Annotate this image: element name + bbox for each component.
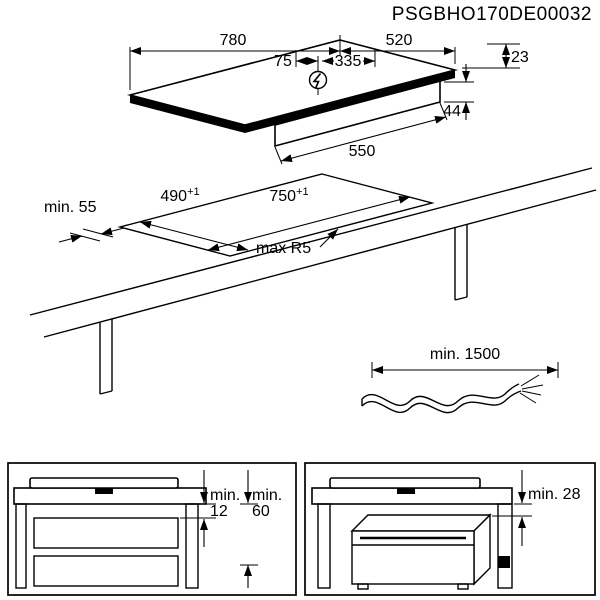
hob-glass-edge [130, 70, 455, 133]
extension-line [82, 228, 114, 238]
dim-cutout-width: 750+1 [269, 186, 308, 205]
hob-cross-section [29, 477, 179, 489]
leg-line [454, 296, 468, 301]
oven-drawing [350, 513, 492, 590]
hob-top-view: 780 520 75 335 23 [126, 32, 529, 165]
worktop-cutout-view: 490+1 750+1 max R5 min. 55 [29, 167, 597, 395]
worktop-leg-right [454, 225, 468, 301]
extension-line [274, 146, 283, 165]
dim-hob-depth: 520 [386, 32, 413, 49]
hob-connection-box [95, 488, 113, 494]
extension-line [69, 232, 101, 242]
value-60: 60 [252, 503, 270, 520]
dim-cutout-depth: 490+1 [160, 186, 199, 205]
label-min: min. [210, 487, 240, 504]
hob-connection-box [397, 488, 415, 494]
worktop-front-edge-bottom [43, 189, 597, 338]
dim-height-23: 23 [511, 49, 529, 66]
hob-cross-section [329, 477, 481, 489]
tolerance: +1 [187, 186, 200, 198]
cable-frayed-end [519, 374, 544, 404]
lightning-bolt-icon [312, 72, 322, 89]
cabinet-side-right [497, 503, 513, 589]
dimension-line-750 [207, 195, 411, 252]
socket-box [498, 556, 510, 568]
power-cable-drawing [361, 374, 544, 414]
dimension-line-550 [280, 115, 447, 163]
oven-foot [357, 583, 369, 590]
dim-cord-small: 75 [274, 53, 292, 70]
dim-clearance-28: min. 28 [492, 470, 581, 546]
dim-cutout-depth-group: 490+1 [139, 186, 249, 252]
label-min-28: min. 28 [528, 486, 581, 503]
dim-gap-12: min. 12 [180, 470, 240, 547]
cable-length-view: min. 1500 [361, 346, 559, 414]
leader-line [319, 228, 339, 248]
dim-body-550: 550 [349, 143, 376, 160]
drawer-clearance-section: min. 12 min. 60 [7, 462, 297, 596]
dim-hob-width-depth: 780 520 [129, 32, 456, 90]
power-circle [308, 70, 328, 90]
cabinet-side-right [185, 503, 199, 589]
arrow-line [58, 234, 83, 243]
dim-height-above: 23 [462, 43, 529, 69]
value: 750 [269, 188, 296, 205]
dim-height-44: 44 [443, 103, 461, 120]
oven-clearance-section: min. 28 [304, 462, 596, 596]
arrow-line [100, 227, 125, 236]
dim-clearance-60: min. 60 [240, 470, 282, 588]
label-cable-length: min. 1500 [430, 346, 500, 363]
corner-radius-note: max R5 [256, 228, 339, 257]
dim-hob-width: 780 [220, 32, 247, 49]
cable-line [361, 383, 520, 407]
dim-cord-position: 75 335 [274, 49, 376, 71]
drawer-front-upper [33, 517, 179, 549]
cable-line [361, 390, 522, 414]
value: 490 [160, 188, 187, 205]
model-number: PSGBHO170DE00032 [392, 4, 592, 25]
cabinet-side-left [317, 503, 331, 589]
drawer-front-lower [33, 555, 179, 587]
dim-cutout-width-group: 750+1 [207, 186, 411, 252]
label-min: min. [252, 487, 282, 504]
leg-line [99, 390, 113, 395]
power-connection-icon [308, 70, 328, 95]
front-clearance-dim: min. 55 [44, 199, 125, 243]
oven-front [351, 530, 475, 585]
oven-top [350, 514, 492, 532]
dim-cord-large: 335 [335, 53, 362, 70]
value-12: 12 [210, 503, 228, 520]
cabinet-side-left [15, 503, 27, 589]
label-min-55: min. 55 [44, 199, 97, 216]
tolerance: +1 [296, 186, 309, 198]
label-max-r5: max R5 [256, 240, 311, 257]
oven-foot [457, 583, 469, 590]
worktop-leg-left [99, 319, 113, 395]
dim-body-width: 550 [274, 102, 448, 165]
cutout-outline [117, 173, 435, 257]
dim-height-below: 44 [443, 64, 474, 120]
